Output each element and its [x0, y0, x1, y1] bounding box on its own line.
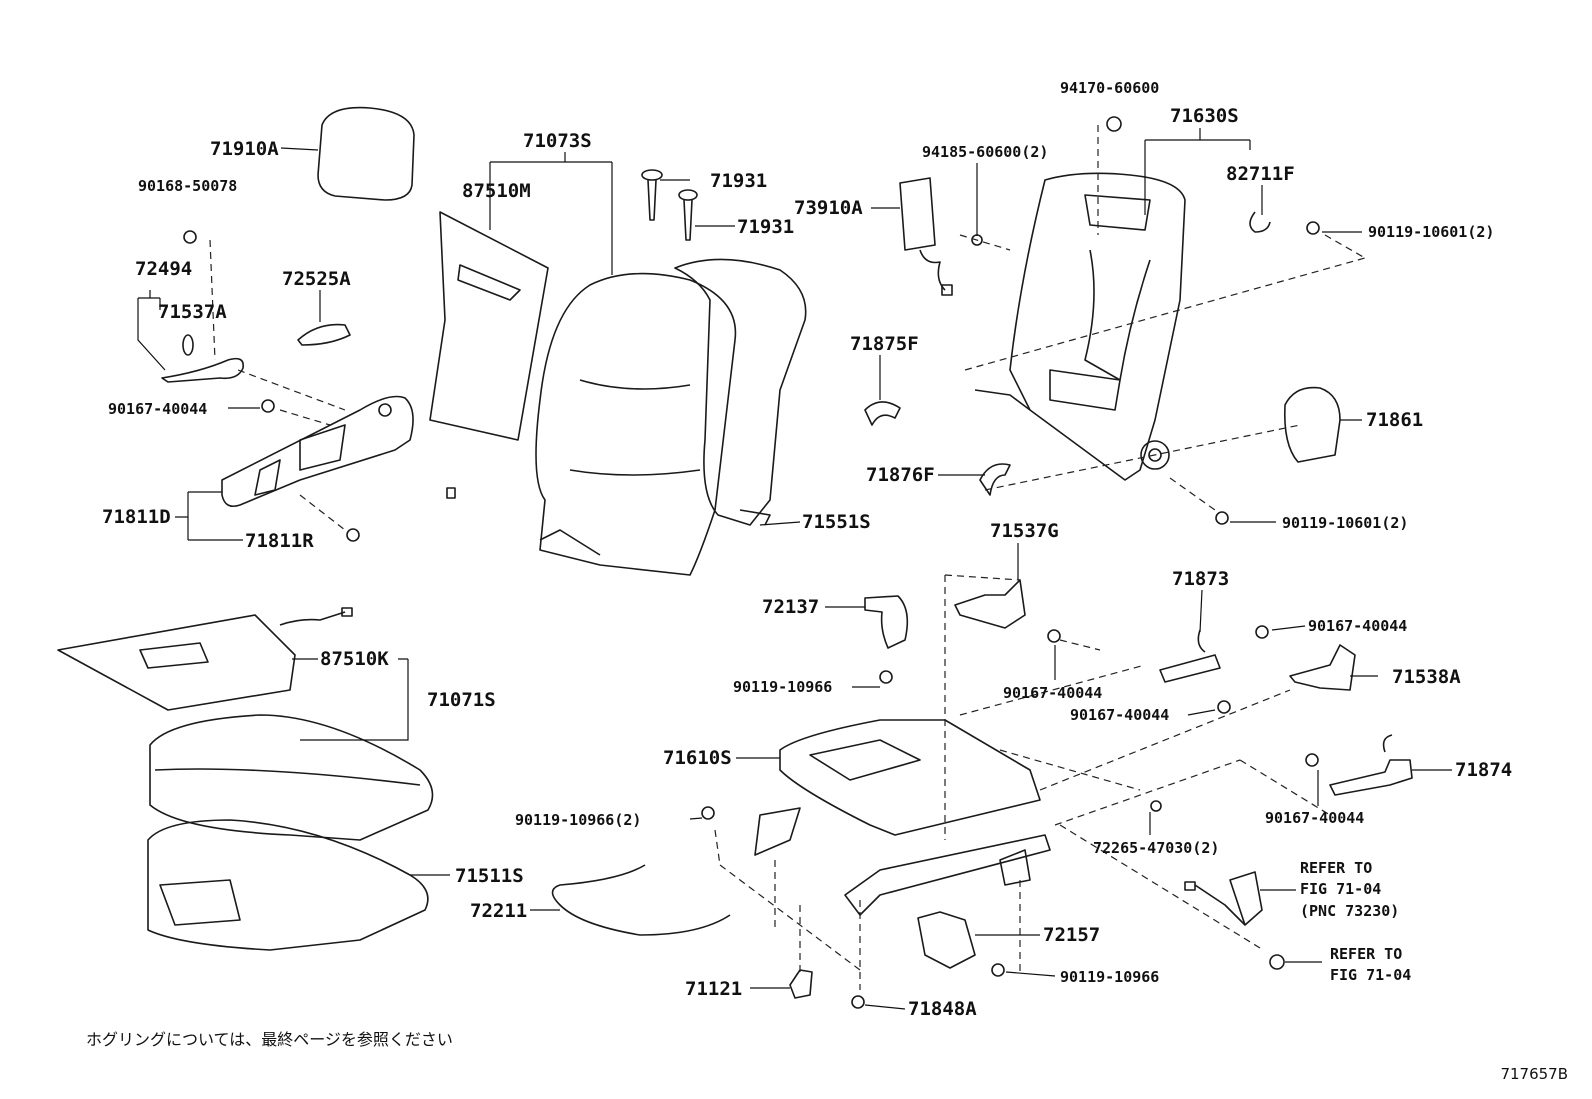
label-71848a: 71848A [908, 998, 977, 1020]
label-90167-40044-b: 90167-40044 [1308, 617, 1407, 635]
label-90119-10601-b: 90119-10601(2) [1282, 514, 1408, 532]
label-71511s: 71511S [455, 865, 524, 887]
label-82711f: 82711F [1226, 163, 1295, 185]
label-71073s: 71073S [523, 130, 592, 152]
label-fig-71-04-1: FIG 71-04 [1300, 880, 1381, 898]
footnote-text: ホグリングについては、最終ページを参照ください [86, 1030, 453, 1049]
seatback-cover-shape [535, 272, 737, 576]
label-72494: 72494 [135, 258, 192, 280]
label-71121: 71121 [685, 978, 742, 1000]
hook-71873-shape [1159, 629, 1221, 683]
wire-72211-shape [551, 864, 731, 936]
bracket-71537g-shape [954, 579, 1026, 629]
label-90167-40044-c: 90167-40044 [1003, 684, 1102, 702]
label-71910a: 71910A [210, 138, 279, 160]
clip-71931-b-shape [678, 189, 698, 241]
fasteners [183, 221, 1320, 1009]
leader-lines [137, 128, 1452, 1010]
label-71874: 71874 [1455, 759, 1512, 781]
shield-71861-shape [1283, 386, 1341, 463]
label-94185-60600: 94185-60600(2) [922, 143, 1048, 161]
headrest-shape [317, 106, 415, 201]
assembly-lines [209, 125, 1366, 990]
label-90167-40044-a: 90167-40044 [108, 400, 207, 418]
clip-71121-shape [789, 969, 813, 999]
label-refer-to-1: REFER TO [1300, 859, 1372, 877]
label-72211: 72211 [470, 900, 527, 922]
label-90168-50078: 90168-50078 [138, 177, 237, 195]
label-87510m: 87510M [462, 180, 531, 202]
label-71875f: 71875F [850, 333, 919, 355]
label-71630s: 71630S [1170, 105, 1239, 127]
label-71071s: 71071S [427, 689, 496, 711]
cover-72525a-shape [297, 323, 351, 346]
hook-71874-shape [1329, 734, 1413, 796]
clip-71931-a-shape [641, 169, 663, 221]
label-fig-71-04-2: FIG 71-04 [1330, 966, 1411, 984]
label-71931-a: 71931 [710, 170, 767, 192]
label-71811r: 71811R [245, 530, 314, 552]
label-72137: 72137 [762, 596, 819, 618]
label-refer-to-2: REFER TO [1330, 945, 1402, 963]
cover-71876f-shape [979, 463, 1011, 496]
heater-back-shape [429, 211, 549, 499]
figure-id: 717657B [1500, 1065, 1568, 1083]
heater-cushion-shape [57, 607, 353, 711]
part-labels: 94170-60600 71630S 94185-60600(2) 82711F… [102, 79, 1512, 1020]
seatbelt-buckle-shape [1184, 871, 1263, 926]
label-71610s: 71610S [663, 747, 732, 769]
label-90119-10601-a: 90119-10601(2) [1368, 223, 1494, 241]
label-72157: 72157 [1043, 924, 1100, 946]
nut-94170-shape [1106, 116, 1122, 132]
label-71537a: 71537A [158, 301, 227, 323]
cover-72157-shape [917, 911, 976, 969]
bracket-71538a-shape [1289, 644, 1356, 691]
label-pnc-73230: (PNC 73230) [1300, 902, 1399, 920]
cushion-cover-shape [149, 714, 434, 841]
armrest-shape [221, 395, 414, 508]
clip-82711f-shape [1249, 211, 1271, 233]
label-71873: 71873 [1172, 568, 1229, 590]
airbag-shape [899, 177, 953, 296]
seatback-frame-shape [974, 172, 1186, 481]
label-90119-10966-b: 90119-10966(2) [515, 811, 641, 829]
label-90167-40044-d: 90167-40044 [1070, 706, 1169, 724]
label-90167-40044-e: 90167-40044 [1265, 809, 1364, 827]
label-87510k: 87510K [320, 648, 389, 670]
label-73910a: 73910A [794, 197, 863, 219]
cover-71875f-shape [864, 401, 901, 426]
label-71876f: 71876F [866, 464, 935, 486]
label-90119-10966-c: 90119-10966 [1060, 968, 1159, 986]
label-71931-b: 71931 [737, 216, 794, 238]
cover-72137-shape [864, 595, 909, 649]
label-71861: 71861 [1366, 409, 1423, 431]
label-72525a: 72525A [282, 268, 351, 290]
label-71538a: 71538A [1392, 666, 1461, 688]
cushion-pad-shape [147, 819, 429, 951]
label-71551s: 71551S [802, 511, 871, 533]
bracket-71537a-shape [161, 334, 245, 383]
seatback-pad-shape [674, 258, 807, 526]
label-71811d: 71811D [102, 506, 171, 528]
label-71537g: 71537G [990, 520, 1059, 542]
seat-track-shape [754, 719, 1051, 916]
label-90119-10966-a: 90119-10966 [733, 678, 832, 696]
label-94170-60600: 94170-60600 [1060, 79, 1159, 97]
label-72265-47030: 72265-47030(2) [1093, 839, 1219, 857]
